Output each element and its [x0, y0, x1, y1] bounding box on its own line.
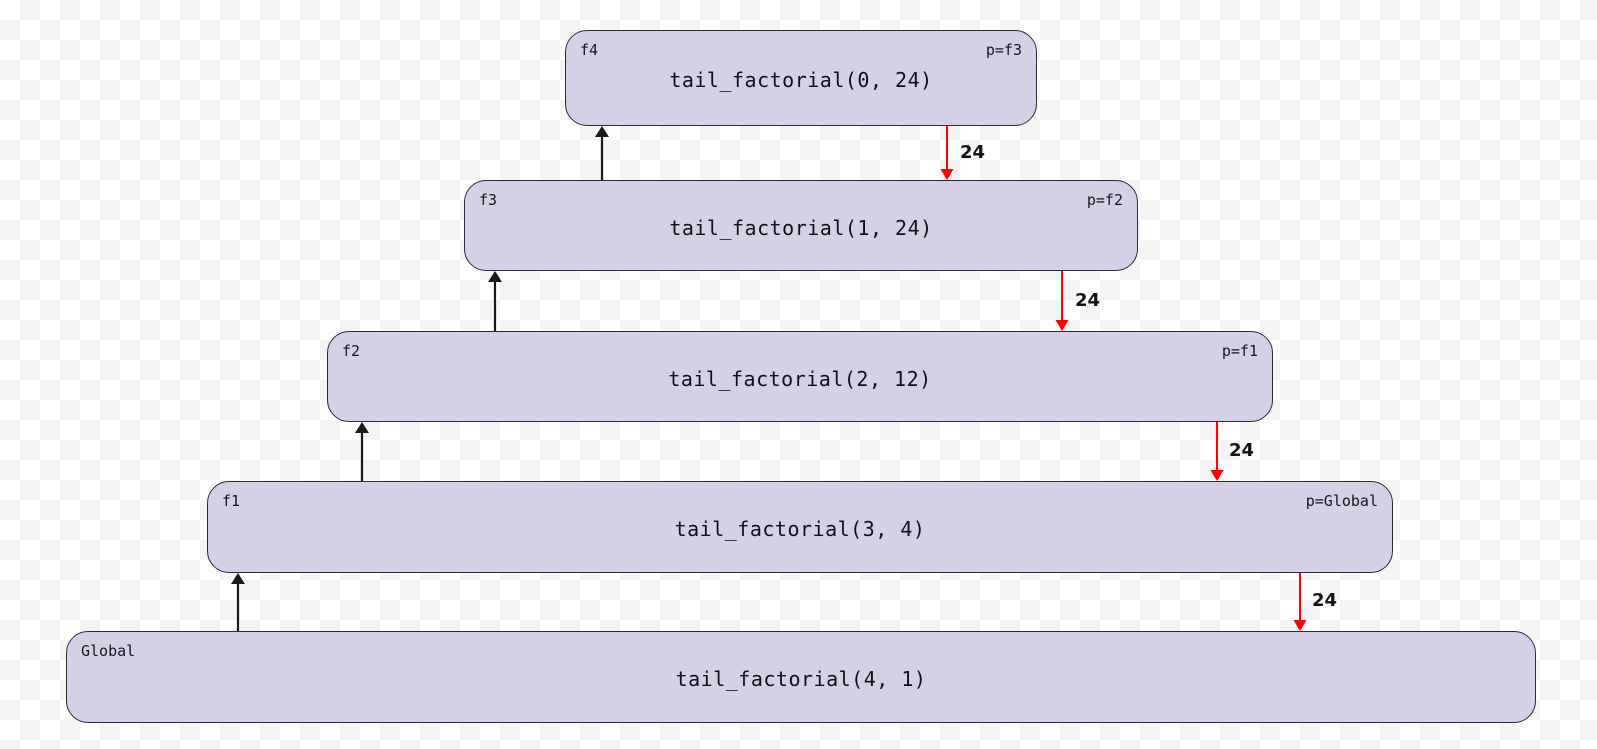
return-arrow-f4-to-f3 [940, 126, 954, 180]
return-arrow-f2-to-f1 [1210, 422, 1224, 481]
call-arrow-f1-to-f2 [355, 422, 369, 481]
stack-frame-global[interactable]: Global tail_factorial(4, 1) [66, 631, 1536, 723]
return-arrow-f1-to-global [1293, 573, 1307, 631]
frame-call-expression: tail_factorial(1, 24) [669, 215, 933, 240]
frame-call-expression: tail_factorial(3, 4) [674, 516, 926, 541]
stack-frame-f4[interactable]: f4 p=f3 tail_factorial(0, 24) [565, 30, 1037, 126]
frame-call-expression: tail_factorial(4, 1) [675, 666, 927, 691]
frame-call-expression: tail_factorial(2, 12) [668, 366, 932, 391]
frame-parent-label: p=Global [1305, 492, 1378, 510]
frame-name-label: f2 [342, 342, 361, 360]
frame-parent-label: p=f1 [1221, 342, 1258, 360]
frame-name-label: Global [81, 642, 136, 660]
frame-name-label: f3 [479, 191, 498, 209]
stack-frame-f1[interactable]: f1 p=Global tail_factorial(3, 4) [207, 481, 1393, 573]
frame-call-expression: tail_factorial(0, 24) [669, 67, 933, 92]
return-value-label-f2: 24 [1229, 440, 1255, 461]
call-arrow-f3-to-f4 [595, 126, 609, 180]
frame-name-label: f1 [222, 492, 241, 510]
call-arrow-global-to-f1 [231, 573, 245, 631]
frame-parent-label: p=f2 [1086, 191, 1123, 209]
frame-name-label: f4 [580, 41, 599, 59]
return-value-label-f4: 24 [960, 142, 986, 163]
frame-parent-label: p=f3 [985, 41, 1022, 59]
call-arrow-f2-to-f3 [488, 271, 502, 331]
stack-frame-f2[interactable]: f2 p=f1 tail_factorial(2, 12) [327, 331, 1273, 422]
stack-frame-f3[interactable]: f3 p=f2 tail_factorial(1, 24) [464, 180, 1138, 271]
return-value-label-f1: 24 [1312, 590, 1338, 611]
return-value-label-f3: 24 [1075, 290, 1101, 311]
return-arrow-f3-to-f2 [1055, 271, 1069, 331]
